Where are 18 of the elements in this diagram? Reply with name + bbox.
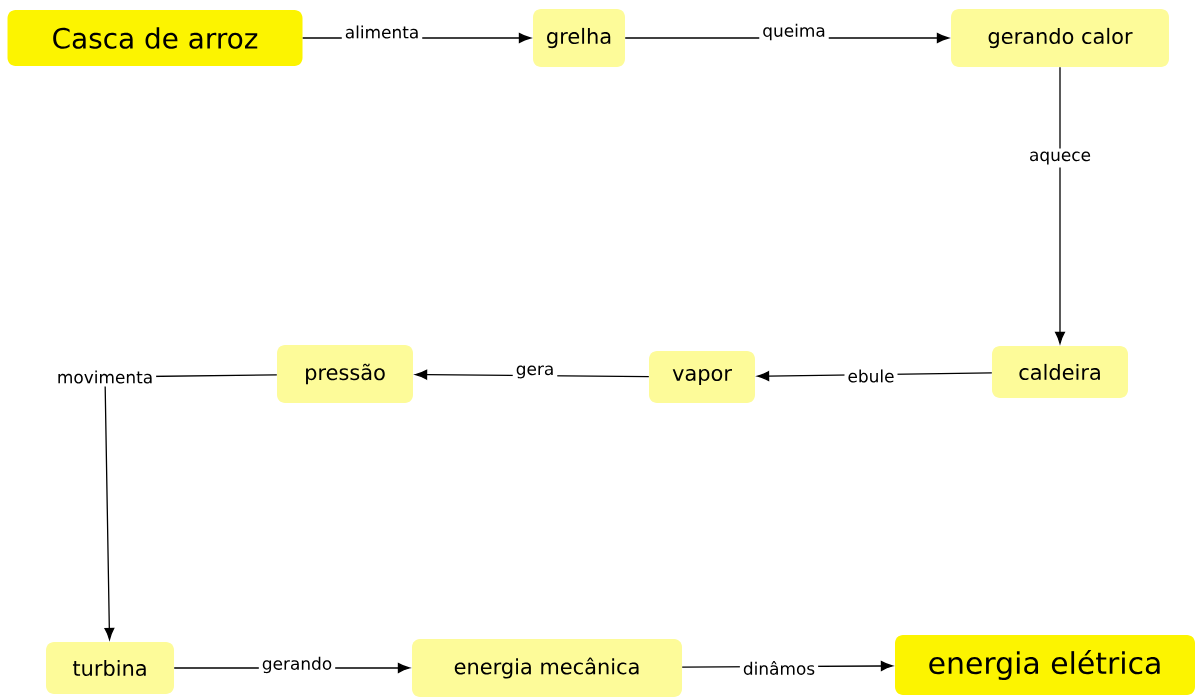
concept-box: grelha [533,9,625,67]
edge-label: dinâmos [739,658,819,678]
concept-box: Casca de arroz [7,10,303,66]
concept-box: gerando calor [951,9,1169,67]
concept-box: pressão [277,345,413,403]
edge-label: aquece [1026,148,1094,168]
concept-box: energia mecânica [412,639,682,697]
concept-box: energia elétrica [895,635,1195,695]
edge-label: movimenta [53,367,157,387]
concept-box: turbina [46,642,174,694]
edge-label: gera [512,362,558,382]
concept-box: vapor [649,351,755,403]
edge-label: ebule [844,366,898,386]
arrow [1055,66,1065,344]
edge-label: queima [759,20,829,44]
edge-label: gerando [258,653,336,677]
edge-label: alimenta [341,22,423,42]
concept-box: caldeira [992,346,1128,398]
